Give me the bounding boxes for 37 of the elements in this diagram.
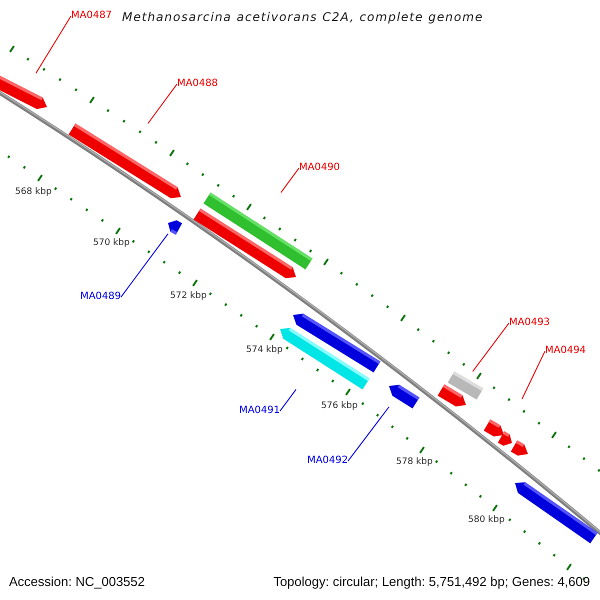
tick-label: 580 kbp — [468, 515, 505, 525]
gene-label: MA0489 — [80, 291, 121, 302]
gene-label: MA0491 — [239, 405, 280, 416]
gene-label: MA0488 — [177, 78, 218, 89]
leader-line — [280, 168, 300, 194]
gene-feature — [510, 440, 528, 456]
gene-feature — [448, 371, 484, 400]
gene-label: MA0494 — [545, 345, 586, 356]
leader-line — [280, 388, 297, 412]
leader-line — [120, 233, 168, 298]
tick-label: 578 kbp — [396, 457, 433, 467]
gene-feature — [498, 431, 512, 446]
gene-label: MA0492 — [307, 455, 348, 466]
footer-text: Topology: circular; Length: 5,751,492 bp; Genes: 4,609 — [273, 574, 590, 589]
gene-feature — [0, 73, 47, 110]
tick-label: 574 kbp — [246, 345, 283, 355]
gene-feature — [484, 419, 504, 437]
leader-line — [522, 350, 546, 400]
leader-line — [472, 322, 510, 372]
diagram-title: Methanosarcina acetivorans C2A, complete genome — [122, 10, 484, 24]
gene-feature — [515, 482, 598, 544]
footer-text: Accession: NC_003552 — [9, 574, 145, 589]
gene-feature — [68, 123, 181, 198]
leader-line — [35, 16, 72, 74]
gene-label: MA0487 — [71, 10, 112, 21]
tick-label: 568 kbp — [15, 187, 52, 197]
leader-line — [348, 406, 390, 462]
leader-line — [147, 84, 178, 124]
gene-feature — [168, 220, 182, 235]
tick-label: 570 kbp — [93, 238, 130, 248]
tick-label: 576 kbp — [321, 401, 358, 411]
gene-feature — [203, 192, 313, 270]
tick-label: 572 kbp — [170, 291, 207, 301]
gene-label: MA0490 — [299, 162, 340, 173]
gene-label: MA0493 — [509, 317, 550, 328]
gene-feature — [389, 384, 420, 408]
gene-feature — [293, 314, 380, 373]
